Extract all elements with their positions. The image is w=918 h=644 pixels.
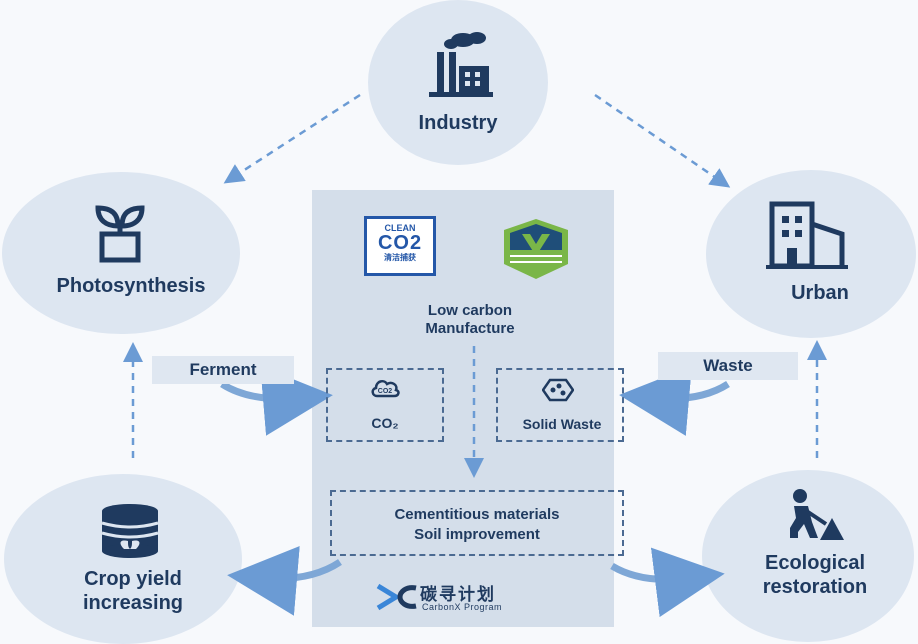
arrow-industry-photosynthesis xyxy=(223,93,361,184)
diagram-arrows xyxy=(123,93,827,618)
arrow-ferment xyxy=(220,366,333,436)
ecological-label-1: Ecological xyxy=(764,552,866,574)
arrow-industry-urban xyxy=(594,93,731,188)
factory-icon xyxy=(429,32,493,97)
co2-cloud-icon: CO2 xyxy=(371,379,400,398)
brand-en: CarbonX Program xyxy=(422,602,503,612)
worker-digging-icon xyxy=(790,489,844,540)
low-carbon-title-2: Manufacture xyxy=(425,320,515,337)
sprout-pot-icon xyxy=(95,205,145,263)
building-icon xyxy=(766,201,848,269)
molecule-icon xyxy=(542,378,574,402)
carbonx-logo-icon xyxy=(376,583,417,611)
photosynthesis-node xyxy=(2,172,240,334)
ferment-tag: Ferment xyxy=(152,356,294,384)
brand-cn: 碳寻计划 xyxy=(420,585,496,604)
badge-line-1: CLEAN xyxy=(384,223,416,233)
arrow-to-ecological xyxy=(610,547,725,618)
clean-co2-badge: CLEAN CO2 清洁捕获 xyxy=(364,216,436,276)
co2-label: CO₂ xyxy=(371,415,399,431)
materials-box xyxy=(330,490,624,556)
ecological-restoration-node xyxy=(702,470,914,642)
badge-line-2: CO2 xyxy=(377,232,423,254)
crop-yield-label-1: Crop yield xyxy=(84,568,182,590)
ecological-label-2: restoration xyxy=(762,576,868,598)
co2-box xyxy=(326,368,444,442)
crop-drum-icon xyxy=(101,504,159,558)
svg-text:CO2: CO2 xyxy=(378,388,393,395)
badge-line-3: 清洁捕获 xyxy=(384,253,416,262)
industry-label: Industry xyxy=(418,112,498,134)
waste-tag: Waste xyxy=(658,352,798,380)
arrow-to-crop xyxy=(227,546,342,616)
industry-node xyxy=(368,0,548,165)
urban-label: Urban xyxy=(791,282,849,304)
materials-line-2: Soil improvement xyxy=(414,526,540,543)
green-hexagon-logo-icon xyxy=(504,219,568,279)
materials-line-1: Cementitious materials xyxy=(394,506,560,523)
crop-yield-label-2: increasing xyxy=(82,592,184,614)
photosynthesis-label: Photosynthesis xyxy=(56,275,206,297)
low-carbon-title-1: Low carbon xyxy=(427,302,513,319)
crop-yield-node xyxy=(4,474,242,644)
solid-waste-box xyxy=(496,368,624,442)
solid-waste-label: Solid Waste xyxy=(522,416,602,432)
arrow-waste xyxy=(619,366,730,436)
